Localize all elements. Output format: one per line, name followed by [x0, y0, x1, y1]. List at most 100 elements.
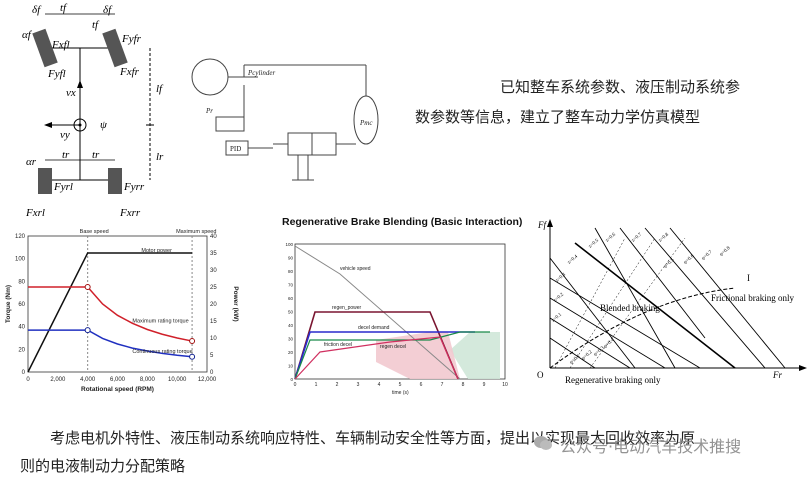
intro-line-2: 数参数等信息，建立了整车动力学仿真模型	[415, 108, 701, 126]
label-pcylinder: Pcylinder	[247, 69, 275, 77]
blend-x-tick: 4	[378, 382, 381, 388]
motor-x-tick: 10,000	[168, 377, 187, 383]
z-label: z=0.7	[631, 232, 643, 243]
z-label: z=0.5	[588, 238, 600, 249]
motor-x-tick: 12,000	[198, 377, 217, 383]
motor-y-right-tick: 20	[210, 302, 217, 308]
legend-decel-demand: decel demand	[358, 325, 390, 331]
label-tf-right: tf	[92, 19, 100, 31]
force-distribution-diagram: Ff Fr O I Frictional braking only Blende…	[537, 219, 807, 385]
motor-y-right-tick: 35	[210, 251, 217, 257]
cont-torque-line	[28, 329, 193, 358]
blend-x-tick: 1	[315, 382, 318, 388]
motor-x-tick: 0	[26, 377, 30, 383]
blend-y-tick: 50	[288, 310, 294, 315]
blend-x-tick: 7	[441, 382, 444, 388]
motor-y-right-tick: 25	[210, 285, 217, 291]
label-tr-right: tr	[92, 149, 100, 161]
motor-y-left-tick: 40	[18, 325, 25, 331]
z-label: z=0.4	[567, 254, 579, 265]
legend-regen-power: regen_power	[332, 305, 362, 311]
wechat-icon	[534, 436, 552, 450]
motor-y-left-tick: 20	[18, 347, 25, 353]
label-ff: Ff	[537, 220, 547, 230]
label-alpha-f: αf	[22, 29, 33, 41]
blend-y-tick: 70	[288, 283, 294, 288]
vehicle-model-diagram: δf tf δf tf αf Fxfl Fyfl Fyfr Fxfr vx ψ …	[22, 2, 164, 219]
legend-friction-decel: friction decel	[324, 342, 352, 348]
motor-x-tick: 4,000	[80, 377, 96, 383]
z-label: z=0.3	[555, 272, 567, 283]
label-origin: O	[537, 370, 544, 380]
label-fxfl: Fxfl	[51, 39, 70, 51]
z-label: φ=0.6	[683, 254, 696, 266]
label-psi: ψ	[100, 119, 107, 131]
motor-annotation: Maximum rating torque	[132, 319, 188, 325]
friction-decel-area	[450, 332, 500, 379]
z-label: z=0.2	[553, 292, 565, 303]
z-label: z=0.8	[658, 232, 670, 243]
motor-annotation: Maximum speed	[176, 229, 216, 235]
z-label: φ=0.4	[603, 338, 616, 350]
motor-ylabel-right: Power (kW)	[232, 286, 239, 321]
z-label: φ=0.2	[581, 350, 594, 362]
label-blended: Blended braking	[600, 303, 660, 313]
blend-chart-title: Regenerative Brake Blending (Basic Inter…	[282, 216, 522, 228]
motor-power-line	[27, 252, 193, 373]
z-label: φ=0.8	[719, 246, 732, 258]
cont-torque-marker	[189, 353, 196, 360]
label-fyfl: Fyfl	[47, 68, 66, 80]
blend-y-tick: 0	[290, 377, 293, 382]
z-label: z=0.1	[551, 312, 563, 323]
label-fxfr: Fxfr	[119, 66, 140, 78]
blend-y-tick: 10	[288, 364, 294, 369]
label-fxrr: Fxrr	[119, 207, 141, 219]
motor-annotation: Base speed	[80, 229, 109, 235]
blend-x-tick: 5	[399, 382, 402, 388]
label-i-curve: I	[747, 273, 750, 283]
label-regen-only: Regenerative braking only	[565, 375, 661, 385]
motor-y-right-tick: 15	[210, 319, 217, 325]
z-label: φ=0.1	[569, 354, 582, 366]
blend-x-tick: 0	[294, 382, 297, 388]
blend-x-tick: 6	[420, 382, 423, 388]
label-fyrr: Fyrr	[123, 181, 145, 193]
label-tf-left: tf	[60, 2, 68, 14]
label-tr-left: tr	[62, 149, 70, 161]
label-pmc: Pmc	[359, 119, 373, 127]
intro-paragraph: 已知整车系统参数、液压制动系统参 数参数等信息，建立了整车动力学仿真模型	[415, 72, 795, 132]
regen-decel-line	[294, 336, 459, 380]
label-vx: vx	[66, 87, 76, 99]
motor-y-right-tick: 0	[210, 370, 214, 376]
motor-x-tick: 6,000	[110, 377, 126, 383]
vehicle-speed-line	[294, 245, 461, 380]
motor-y-left-tick: 60	[18, 302, 25, 308]
label-pid: PID	[230, 145, 241, 153]
label-fxrl: Fxrl	[25, 207, 45, 219]
z-label: φ=0.7	[701, 250, 714, 262]
motor-y-left-tick: 80	[18, 279, 25, 285]
strategy-paragraph: 考虑电机外特性、液压制动系统响应特性、车辆制动安全性等方面，提出以实现最大回收效…	[20, 424, 800, 480]
motor-annotation: Continuous rating torque	[132, 349, 192, 355]
motor-plot-frame	[27, 235, 208, 373]
blend-y-tick: 90	[288, 256, 294, 261]
cont-torque-marker	[84, 327, 91, 334]
motor-y-left-tick: 100	[15, 257, 26, 263]
strategy-line-1: 考虑电机外特性、液压制动系统响应特性、车辆制动安全性等方面，提出以实现最大回收效…	[50, 429, 696, 447]
max-torque-marker	[189, 338, 196, 345]
blend-x-tick: 3	[357, 382, 360, 388]
intro-line-1: 已知整车系统参数、液压制动系统参	[500, 78, 741, 96]
label-delta-f-left: δf	[32, 4, 42, 16]
blend-x-tick: 10	[502, 382, 508, 388]
blend-y-tick: 40	[288, 323, 294, 328]
z-label: z=0.6	[605, 232, 617, 243]
label-lr: lr	[156, 151, 164, 163]
blend-y-tick: 30	[288, 337, 294, 342]
blend-xlabel: time (s)	[392, 390, 409, 396]
motor-y-left-tick: 0	[22, 370, 26, 376]
max-torque-line	[28, 286, 193, 342]
label-delta-f-right: δf	[103, 4, 113, 16]
legend-regen-decel: regen decel	[380, 344, 406, 350]
friction-decel-line	[294, 331, 490, 380]
